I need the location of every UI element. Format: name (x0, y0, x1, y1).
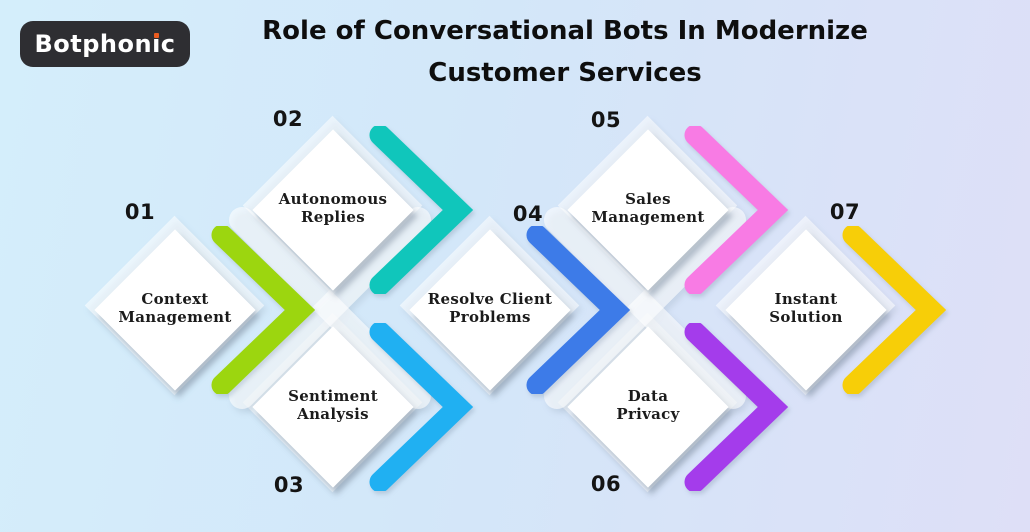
chevron-arrow-icon (842, 226, 947, 394)
cross-band-decoration (544, 207, 746, 409)
chevron-arrow-icon (369, 126, 474, 294)
step-number: 07 (829, 200, 861, 224)
chevron-arrow-icon (684, 126, 789, 294)
chevron-arrow-icon (211, 226, 316, 394)
chevron-arrow-icon (684, 323, 789, 491)
step-number: 03 (273, 473, 305, 497)
chevron-arrow-icon (369, 323, 474, 491)
step-number: 01 (124, 200, 156, 224)
cross-band-decoration (229, 207, 431, 409)
step-number: 02 (272, 107, 304, 131)
logo-text: Botphonıc (34, 30, 176, 58)
step-number: 05 (590, 108, 622, 132)
chevron-arrow-icon (526, 226, 631, 394)
botphonic-logo: Botphonıc (20, 21, 190, 67)
logo-i-dot (154, 33, 159, 38)
title-line-1: Role of Conversational Bots In Modernize (262, 16, 868, 46)
step-number: 06 (590, 472, 622, 496)
step-number: 04 (512, 202, 544, 226)
page-title: Role of Conversational Bots In Modernize… (170, 10, 960, 94)
title-line-2: Customer Services (428, 58, 702, 88)
